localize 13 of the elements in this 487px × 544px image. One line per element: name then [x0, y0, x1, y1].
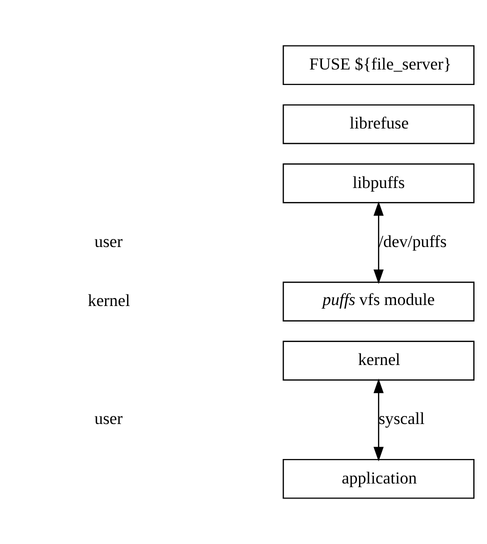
arrow	[374, 201, 384, 284]
node-box: libpuffs	[282, 163, 474, 204]
edge-label: /dev/puffs	[378, 232, 447, 251]
node-box: FUSE ${file_server}	[282, 45, 474, 86]
node-box: application	[282, 458, 474, 499]
node-box: puffs vfs module	[282, 282, 474, 322]
edge-label: syscall	[378, 409, 425, 428]
node-box: librefuse	[282, 104, 474, 144]
node-box: kernel	[282, 340, 474, 381]
label: user	[94, 409, 123, 428]
arrow	[374, 378, 384, 462]
label: kernel	[88, 291, 130, 310]
label: user	[94, 232, 123, 251]
